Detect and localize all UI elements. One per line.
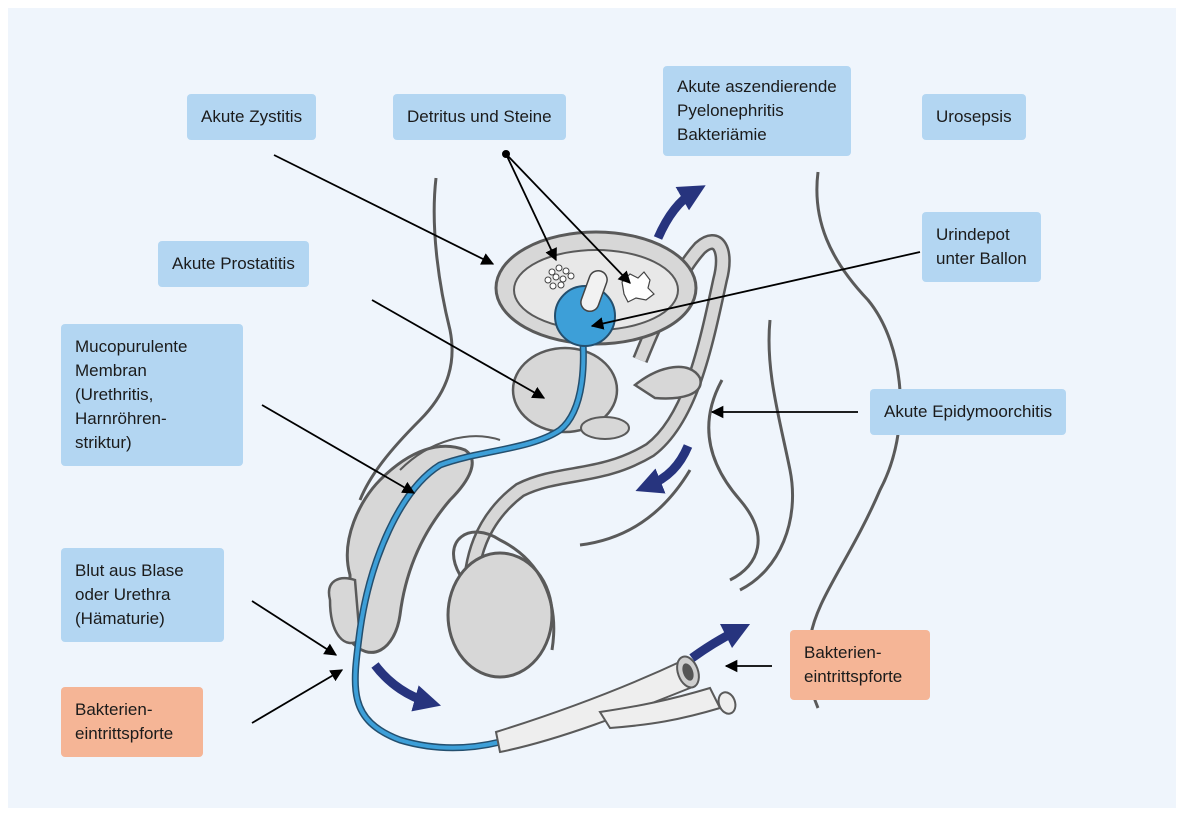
- bulbourethral-gland: [581, 417, 629, 439]
- label-akute-zystitis: Akute Zystitis: [187, 94, 316, 140]
- seminal-vesicle: [635, 367, 701, 399]
- label-bakterien-eintrittspforte-right: Bakterien- eintrittspforte: [790, 630, 930, 700]
- rectum-outline: [740, 320, 793, 590]
- label-blut-haematurie: Blut aus Blase oder Urethra (Hämaturie): [61, 548, 224, 642]
- label-urosepsis: Urosepsis: [922, 94, 1026, 140]
- body-contour-back: [808, 172, 900, 708]
- label-bakterien-eintrittspforte-left: Bakterien- eintrittspforte: [61, 687, 203, 757]
- label-mucopurulente-membran: Mucopurulente Membran (Urethritis, Harnr…: [61, 324, 243, 466]
- flow-arrow-icon: [692, 630, 738, 658]
- perineum-line: [580, 470, 690, 545]
- label-pyelonephritis: Akute aszendierende Pyelonephritis Bakte…: [663, 66, 851, 156]
- flow-arrow-icon: [375, 665, 428, 702]
- penis-glans: [329, 578, 360, 643]
- flow-arrow-icon: [658, 192, 694, 238]
- catheter-balloon-port: [716, 690, 739, 716]
- label-akute-prostatitis: Akute Prostatitis: [158, 241, 309, 287]
- label-akute-epidymoorchitis: Akute Epidymoorchitis: [870, 389, 1066, 435]
- rectum-outline-inner: [709, 380, 758, 580]
- label-detritus-und-steine: Detritus und Steine: [393, 94, 566, 140]
- label-urindepot: Urindepot unter Ballon: [922, 212, 1041, 282]
- pointer-origin-dot: [502, 150, 510, 158]
